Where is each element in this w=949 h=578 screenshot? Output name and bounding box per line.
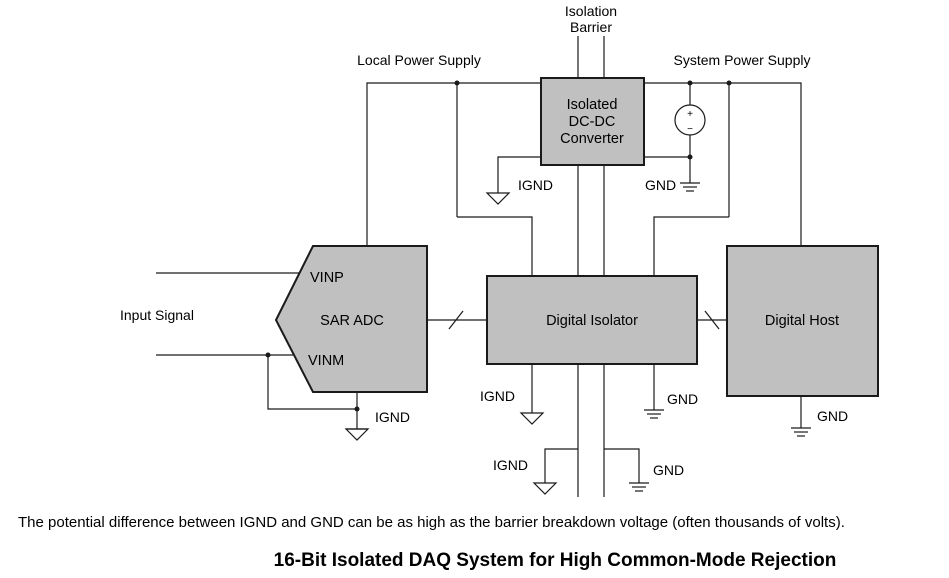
digital-isolator-label: Digital Isolator	[546, 313, 638, 329]
diagram-caption: The potential difference between IGND an…	[18, 514, 845, 531]
system-power-supply-label: System Power Supply	[674, 52, 811, 68]
isolator-gnd-wire	[644, 364, 664, 419]
voltage-source-plus: +	[687, 109, 693, 120]
input-signal-wires	[156, 272, 370, 441]
sar-adc-label: SAR ADC	[320, 313, 384, 329]
vinp-label: VINP	[310, 270, 344, 286]
isolator-ignd-label: IGND	[480, 388, 515, 404]
barrier-gnd-label: GND	[653, 462, 684, 478]
dcdc-ignd-label: IGND	[518, 177, 553, 193]
system-power-wires	[644, 80, 802, 276]
dcdc-label-line3: Converter	[560, 131, 624, 147]
local-power-wires	[366, 80, 541, 276]
voltage-source-minus: −	[687, 124, 693, 135]
input-signal-label: Input Signal	[120, 307, 194, 323]
dcdc-label-line1: Isolated	[567, 97, 618, 113]
isolation-barrier-label-line2: Barrier	[570, 19, 612, 35]
adc-ignd-label: IGND	[375, 409, 410, 425]
isolator-ignd-wire	[519, 364, 545, 425]
voltage-source-icon	[674, 104, 706, 136]
dcdc-gnd-label: GND	[645, 177, 676, 193]
dcdc-ignd-wire	[485, 156, 541, 205]
digital-host-label: Digital Host	[765, 313, 839, 329]
isolator-gnd-label: GND	[667, 391, 698, 407]
vinm-label: VINM	[308, 353, 344, 369]
barrier-ignd-label: IGND	[493, 457, 528, 473]
dcdc-label-line2: DC-DC	[569, 114, 616, 130]
barrier-gnd-wire	[604, 448, 649, 492]
local-power-supply-label: Local Power Supply	[357, 52, 481, 68]
digital-host-block	[726, 245, 879, 397]
host-gnd-label: GND	[817, 408, 848, 424]
host-gnd-wire	[791, 396, 811, 437]
diagram-title: 16-Bit Isolated DAQ System for High Comm…	[274, 550, 837, 571]
isolator-host-bus	[697, 310, 727, 330]
sar-adc-block	[274, 245, 428, 393]
barrier-ignd-wire	[532, 448, 578, 495]
isolation-barrier-label-line1: Isolation	[565, 3, 617, 19]
isolated-dcdc-converter-block	[540, 77, 645, 166]
adc-isolator-bus	[427, 310, 487, 330]
dcdc-gnd-symbol	[680, 182, 700, 192]
